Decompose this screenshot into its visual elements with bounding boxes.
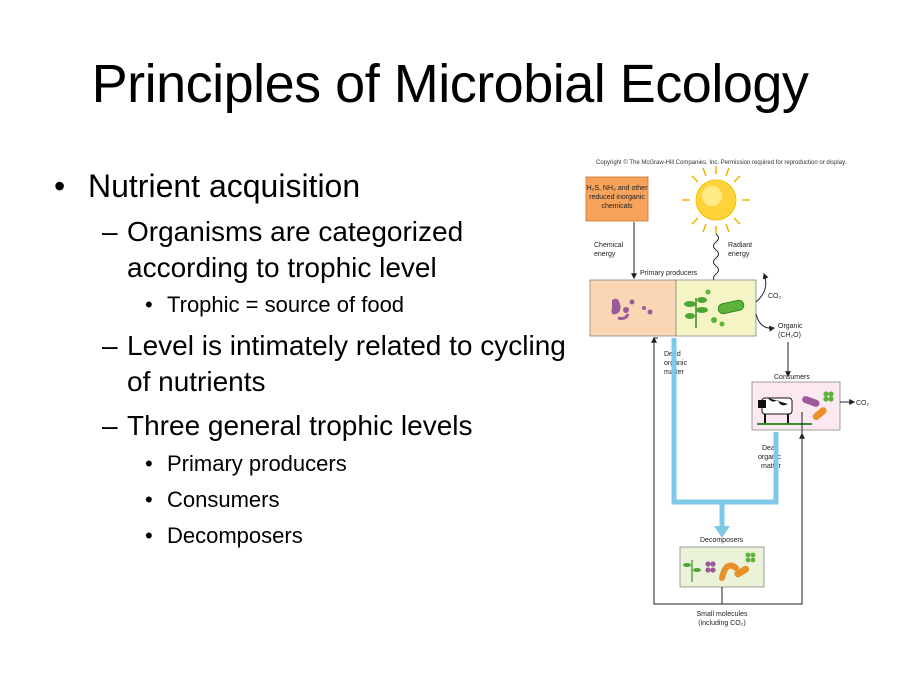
bullet-organisms-categorized: Organisms are categorized — [127, 216, 464, 247]
organic-line-1: Organic — [778, 323, 803, 330]
radiant-energy-line-2: energy — [728, 251, 750, 258]
bullet-three-levels: Three general trophic levels — [127, 410, 473, 441]
organic-line-2: (CH₂O) — [778, 332, 801, 339]
inorganic-line-2: reduced inorganic — [589, 194, 645, 201]
decomposers-box — [679, 546, 765, 588]
primary-producers-label: Primary producers — [640, 270, 698, 277]
dash-marker: – — [102, 330, 118, 361]
bullet-decomposers: Decomposers — [167, 523, 303, 548]
clover-icon — [823, 391, 834, 402]
bullet-level-related: Level is intimately related to cycling — [127, 330, 566, 361]
inorganic-chemicals-box — [585, 176, 649, 222]
dash-marker: – — [102, 410, 118, 441]
dead-organic-right-line-1: Dead — [762, 445, 779, 452]
flow-arrows — [671, 338, 779, 528]
bullet-marker: • — [145, 451, 153, 476]
sun-icon — [682, 166, 750, 234]
inorganic-line-1: H₂S, NH₃ and other — [587, 185, 648, 192]
sprout-icon — [683, 560, 701, 582]
bullet-nutrient-acquisition: Nutrient acquisition — [88, 168, 361, 204]
small-molecules-line-1: Small molecules — [697, 611, 748, 618]
consumers-box — [751, 381, 841, 431]
small-molecules-line-2: (including CO₂) — [698, 620, 745, 627]
dead-organic-right-line-3: matter — [761, 463, 782, 470]
bullet-marker: • — [145, 487, 153, 512]
chemical-energy-line-1: Chemical — [594, 242, 624, 249]
decomposers-label: Decomposers — [700, 537, 744, 544]
chemical-energy-line-2: energy — [594, 251, 616, 258]
dead-organic-right-line-2: organic — [758, 454, 781, 461]
bullet-marker: • — [145, 292, 153, 317]
bullet-consumers: Consumers — [167, 487, 280, 512]
bullet-marker: • — [54, 168, 66, 204]
bullet-primary-producers: Primary producers — [167, 451, 347, 476]
dash-marker: – — [102, 216, 118, 247]
bullet-organisms-categorized-cont: according to trophic level — [127, 252, 437, 283]
consumers-label: Consumers — [774, 374, 810, 381]
co2-top-label: CO₂ — [768, 293, 782, 300]
inorganic-line-3: chemicals — [601, 203, 633, 210]
bullet-trophic-definition: Trophic = source of food — [167, 292, 405, 317]
co2-right-label: CO₂ — [856, 400, 870, 407]
bullet-level-related-cont: of nutrients — [127, 366, 266, 397]
copyright-notice: Copyright © The McGraw-Hill Companies, I… — [596, 159, 847, 166]
radiant-energy-line-1: Radiant — [728, 242, 752, 249]
cow-icon — [757, 397, 812, 425]
bullet-marker: • — [145, 523, 153, 548]
primary-producers-box — [589, 279, 757, 337]
slide-title: Principles of Microbial Ecology — [91, 54, 809, 114]
plant-icon — [684, 297, 708, 328]
trophic-level-diagram: Copyright © The McGraw-Hill Companies, I… — [572, 152, 900, 642]
